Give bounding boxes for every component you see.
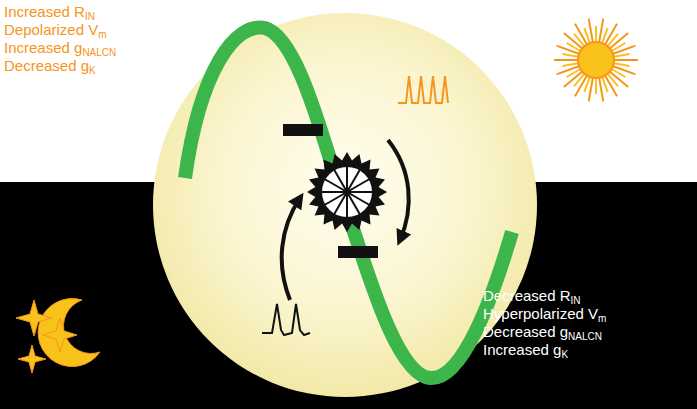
cycle-arrow <box>282 198 300 300</box>
star-icon <box>43 318 77 352</box>
sine-wave <box>185 28 512 379</box>
subscript-text: NALCN <box>568 331 602 342</box>
subscript-text: K <box>89 65 96 76</box>
subscript-text: m <box>598 313 606 324</box>
spike-train-slow <box>262 304 310 335</box>
property-text: Hyperpolarized V <box>483 305 598 322</box>
property-text: Increased R <box>4 3 85 20</box>
subscript-text: m <box>98 29 106 40</box>
subscript-text: K <box>561 349 568 360</box>
star-icon <box>18 345 46 373</box>
bar-marker <box>283 124 323 136</box>
star-icon <box>16 300 52 336</box>
moon-icon <box>38 299 100 367</box>
cell-circle <box>153 13 537 397</box>
clock-spikes <box>307 152 387 232</box>
property-text: Decreased g <box>4 57 89 74</box>
bar-marker <box>338 246 378 258</box>
property-text: Increased g <box>483 341 561 358</box>
subscript-text: IN <box>571 295 581 306</box>
property-text: Depolarized V <box>4 21 98 38</box>
clock-symbol <box>307 152 387 232</box>
property-line: Increased gK <box>483 341 568 364</box>
clock-face <box>321 166 373 218</box>
cycle-arrow <box>388 140 409 240</box>
subscript-text: NALCN <box>82 47 116 58</box>
sun-disc <box>578 42 614 78</box>
subscript-text: IN <box>85 11 95 22</box>
clock-spoke <box>324 179 369 205</box>
property-text: Increased g <box>4 39 82 56</box>
spike-train-fast <box>398 76 448 103</box>
sun-icon <box>554 19 638 102</box>
property-text: Decreased g <box>483 323 568 340</box>
property-text: Decreased R <box>483 287 571 304</box>
property-line: Decreased gK <box>4 57 96 80</box>
